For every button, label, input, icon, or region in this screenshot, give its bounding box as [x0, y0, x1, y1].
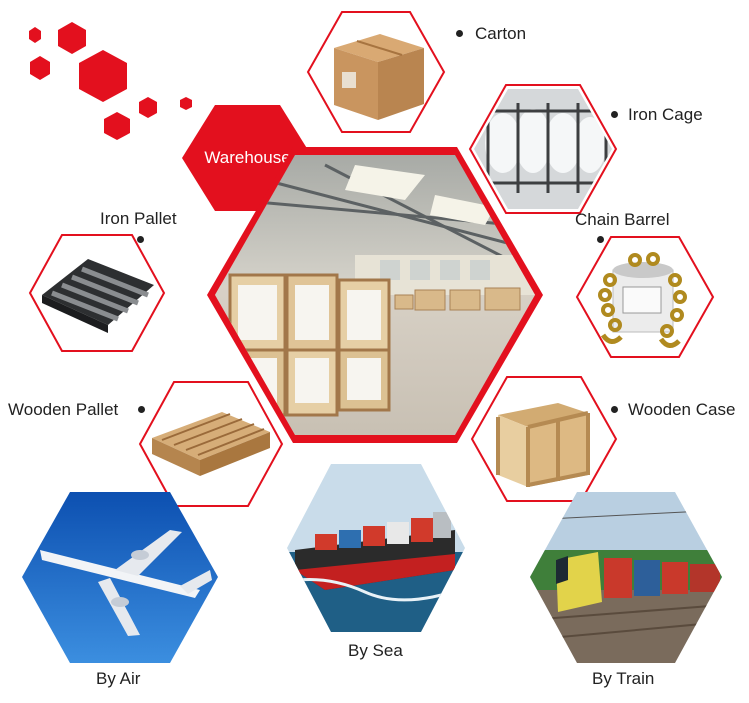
- wooden-pallet-image: [138, 381, 284, 507]
- warehouse-label: Warehouse: [204, 148, 291, 167]
- iron-cage-pointer-dot: [611, 111, 618, 118]
- by-sea-label: By Sea: [348, 641, 403, 660]
- chain-barrel-pointer-dot: [597, 236, 604, 243]
- chain-barrel-label: Chain Barrel: [575, 210, 670, 229]
- iron-pallet-label: Iron Pallet: [100, 209, 177, 228]
- wooden-pallet-pointer-dot: [138, 406, 145, 413]
- wooden-case-image: [470, 376, 618, 502]
- by-train-image: [530, 492, 722, 663]
- chain-barrel-image: [575, 236, 715, 358]
- warehouse-image: [207, 147, 543, 443]
- by-air-image: [22, 492, 218, 663]
- iron-pallet-image: [28, 234, 166, 352]
- carton-image: [306, 11, 446, 133]
- iron-cage-label: Iron Cage: [628, 105, 703, 124]
- wooden-pallet-label: Wooden Pallet: [8, 400, 119, 419]
- iron-cage-image: [468, 84, 618, 214]
- by-sea-image: [287, 464, 465, 632]
- by-air-label: By Air: [96, 669, 141, 688]
- iron-pallet-pointer-dot: [137, 236, 144, 243]
- carton-label: Carton: [475, 24, 527, 43]
- wooden-case-pointer-dot: [611, 406, 618, 413]
- by-train-label: By Train: [592, 669, 655, 688]
- decorative-hexagons: [29, 22, 192, 140]
- wooden-case-label: Wooden Case: [628, 400, 736, 419]
- carton-pointer-dot: [456, 30, 463, 37]
